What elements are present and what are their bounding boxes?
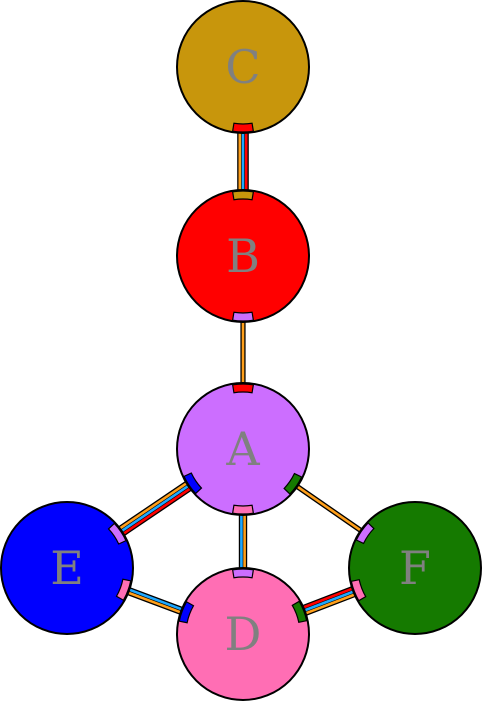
port-e-to-d <box>115 578 132 602</box>
edge-stripe <box>120 484 190 533</box>
edge-stripe <box>119 482 188 530</box>
node-label-f: F <box>399 541 431 595</box>
edge-A-F <box>295 484 363 533</box>
edge-stripe <box>127 591 182 614</box>
edge-stripe <box>122 487 191 535</box>
port-a-to-e <box>183 472 203 495</box>
node-e[interactable] <box>0 501 134 635</box>
edge-C-B <box>237 133 249 190</box>
node-c[interactable] <box>176 0 310 134</box>
node-label-e: E <box>50 541 84 595</box>
node-b[interactable] <box>176 189 310 323</box>
edges-layer <box>118 133 363 616</box>
port-e-to-a <box>107 522 127 545</box>
ports-layer <box>107 122 375 624</box>
edge-stripe <box>305 593 355 615</box>
edge-stripe <box>304 590 354 612</box>
port-b-to-c <box>231 190 255 201</box>
edge-D-F <box>302 586 356 616</box>
port-c-to-b <box>231 122 255 133</box>
port-f-to-d <box>350 578 367 602</box>
node-label-d: D <box>225 607 262 661</box>
edge-stripe <box>296 485 362 532</box>
edge-stripe <box>303 587 353 609</box>
node-d[interactable] <box>176 567 310 701</box>
node-label-c: C <box>225 40 260 94</box>
node-label-a: A <box>225 422 260 476</box>
node-a[interactable] <box>176 382 310 516</box>
port-d-to-e <box>178 600 195 624</box>
edge-outline <box>127 587 183 615</box>
edge-A-E <box>118 481 192 536</box>
port-d-to-a <box>231 568 255 579</box>
port-b-to-a <box>231 311 255 322</box>
edge-stripe <box>128 588 183 611</box>
port-d-to-f <box>291 600 308 624</box>
port-f-to-a <box>355 522 375 545</box>
labels-layer: C B A E D F <box>50 40 431 661</box>
node-f[interactable] <box>348 501 482 635</box>
port-a-to-d <box>231 504 255 515</box>
edge-E-D <box>127 587 183 615</box>
node-label-b: B <box>226 229 260 283</box>
port-a-to-f <box>283 472 303 495</box>
edge-A-D <box>238 515 248 568</box>
port-a-to-b <box>231 383 255 394</box>
